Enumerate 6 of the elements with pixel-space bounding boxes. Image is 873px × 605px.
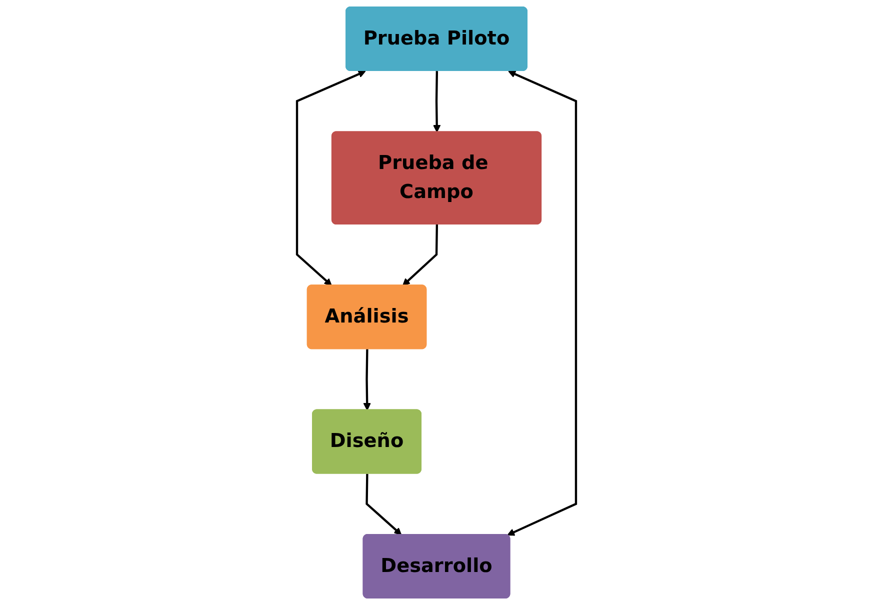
arrow [366, 474, 402, 536]
arrow [363, 349, 371, 410]
arrow [296, 70, 366, 286]
arrow [507, 70, 578, 536]
arrow [433, 71, 441, 132]
arrow [402, 224, 438, 286]
